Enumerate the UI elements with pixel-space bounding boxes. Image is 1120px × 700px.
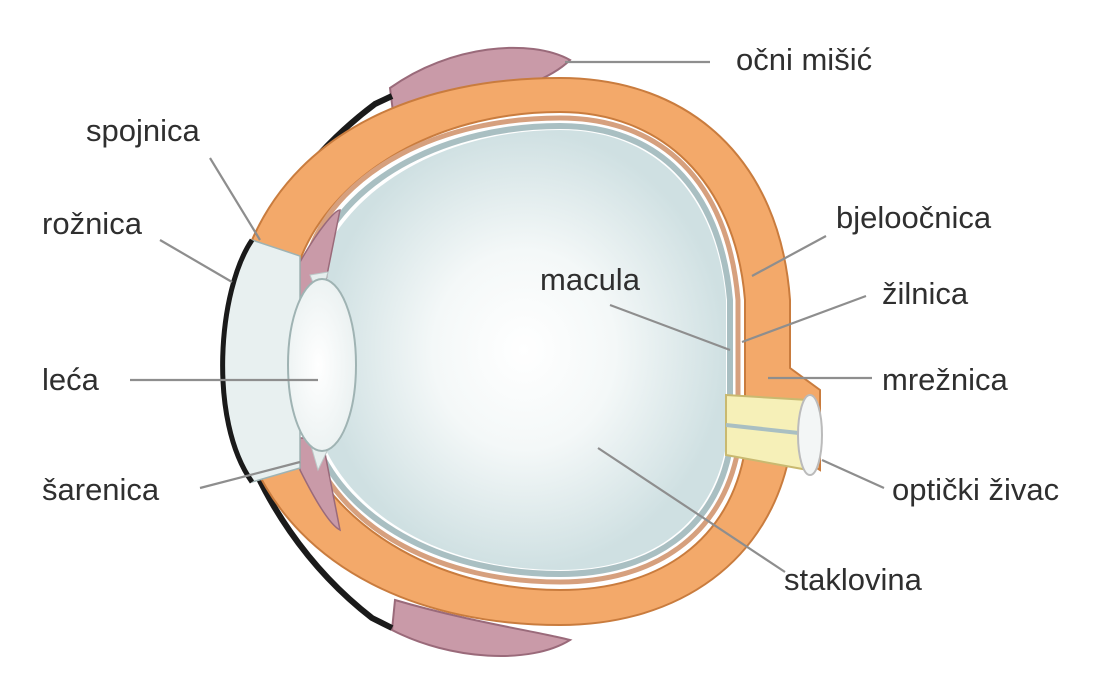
label-leca: leća: [42, 362, 100, 397]
label-ocni-misic: očni mišić: [736, 42, 872, 77]
label-spojnica: spojnica: [86, 113, 200, 148]
optic-nerve-end: [798, 395, 822, 475]
label-roznica: rožnica: [42, 206, 143, 241]
label-staklovina: staklovina: [784, 562, 923, 597]
label-sarenica: šarenica: [42, 472, 160, 507]
vitreous-body: [322, 130, 726, 570]
lens: [288, 279, 356, 451]
label-zilnica: žilnica: [882, 276, 969, 311]
label-bjeloocnica: bjeloočnica: [836, 200, 992, 235]
label-opticki-zivac: optički živac: [892, 472, 1059, 507]
label-mreznica: mrežnica: [882, 362, 1009, 397]
label-macula: macula: [540, 262, 641, 297]
